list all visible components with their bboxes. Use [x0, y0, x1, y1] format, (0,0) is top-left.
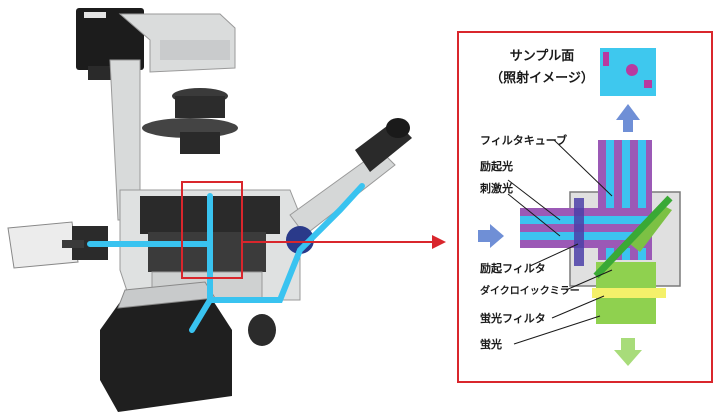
- down-arrow-icon: [614, 338, 642, 366]
- beam-cyan-v3: [638, 140, 646, 260]
- beam-purple-v3: [630, 140, 638, 260]
- beam-cyan-v2: [622, 140, 630, 260]
- beam-purple-v4: [646, 140, 652, 260]
- leader-dichroic: [565, 269, 613, 291]
- excitation-filter-bar: [574, 198, 584, 266]
- microscope-illustration: [7, 8, 412, 412]
- lamp-housing-lower: [100, 296, 232, 412]
- light-source-connector: [62, 240, 84, 248]
- camera-label: [84, 12, 106, 18]
- lamp-housing: [160, 40, 230, 60]
- detail-panel: サンプル面 （照射イメージ）: [457, 31, 713, 383]
- leader-stimulating: [507, 193, 561, 237]
- light-path-observation: [207, 183, 365, 303]
- label-emission-filter: 蛍光フィルタ: [480, 311, 546, 325]
- dichroic-mirror: [593, 195, 673, 279]
- condenser-lens: [180, 132, 220, 154]
- beam-purple-v2: [614, 140, 622, 260]
- left-arrow-icon: [478, 224, 504, 248]
- label-stimulating-light: 刺激光: [479, 181, 513, 195]
- label-dichroic-mirror: ダイクロイックミラー: [480, 284, 580, 297]
- sample-spot-1: [603, 52, 609, 66]
- leader-filter-cube: [553, 139, 613, 197]
- label-excitation-light: 励起光: [480, 159, 513, 173]
- leader-emission-filter: [551, 295, 605, 319]
- label-fluorescence: 蛍光: [480, 337, 502, 351]
- emission-triangle: [630, 204, 672, 252]
- focus-knob: [248, 314, 276, 346]
- leader-fluorescence: [513, 315, 601, 345]
- camera-body: [76, 8, 144, 70]
- leader-excitation: [507, 179, 561, 221]
- condenser-body: [175, 96, 225, 118]
- highlight-box: [181, 181, 243, 279]
- light-source-box: [7, 221, 79, 269]
- title-sample-plane: サンプル面: [510, 49, 575, 64]
- up-arrow-icon: [616, 104, 640, 132]
- label-excitation-filter: 励起フィルタ: [480, 261, 546, 275]
- label-filter-cube: フィルタキューブ: [480, 133, 567, 147]
- sample-spot-3: [644, 80, 652, 88]
- beam-cyan-v1: [606, 140, 614, 260]
- leader-excitation-filter: [529, 243, 579, 267]
- connector-arrowhead: [432, 235, 446, 249]
- emission-filter-bar: [592, 288, 666, 298]
- eyepiece: [386, 118, 410, 138]
- beam-purple-v1: [598, 140, 606, 260]
- sample-spot-2: [626, 64, 638, 76]
- title-illumination-image: （照射イメージ）: [490, 70, 594, 86]
